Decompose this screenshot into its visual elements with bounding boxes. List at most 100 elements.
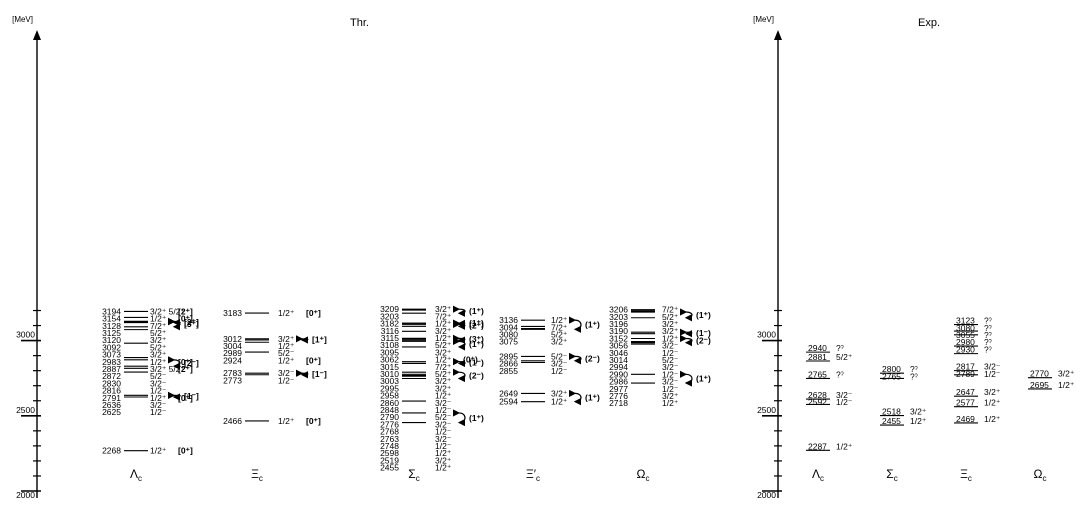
level-jp: 7/2⁺ bbox=[551, 322, 568, 332]
level-jp: 1/2⁺ bbox=[662, 398, 679, 408]
level-jp: 1/2⁻ bbox=[662, 348, 679, 358]
level-group: [0⁺] bbox=[178, 357, 193, 367]
level-mass: 3014 bbox=[609, 355, 628, 365]
level-jp: 3/2⁻ bbox=[435, 434, 452, 444]
level-mass: 2268 bbox=[102, 446, 121, 456]
level-jp: 7/2⁺ bbox=[435, 311, 452, 321]
level-mass: 3182 bbox=[380, 319, 399, 329]
level-mass: 3152 bbox=[609, 333, 628, 343]
level-mass: 2768 bbox=[380, 427, 399, 437]
multiplet-arrow bbox=[679, 334, 693, 347]
column-label: Λc bbox=[130, 467, 142, 483]
level-jp: 5/2⁺ bbox=[551, 330, 568, 340]
y-axis-arrow bbox=[33, 30, 41, 40]
level-mass: 2770 bbox=[1030, 369, 1049, 379]
level-jp: 1/2⁺ bbox=[150, 314, 167, 324]
level-jp: 1/2⁺ bbox=[435, 319, 452, 329]
multiplet-label: [1⁻] bbox=[312, 369, 327, 379]
level-mass: 2763 bbox=[380, 434, 399, 444]
multiplet-arrow bbox=[452, 358, 466, 368]
multiplet-label: (2⁺) bbox=[469, 320, 484, 330]
level-mass: 3125 bbox=[102, 328, 121, 338]
level-jp: 3/2⁻ bbox=[278, 368, 295, 378]
level-jp: 1/2⁺ bbox=[150, 357, 167, 367]
level-mass: 2718 bbox=[609, 398, 628, 408]
level-mass: 2995 bbox=[380, 383, 399, 393]
level-jp: 5/2⁻ bbox=[662, 355, 679, 365]
level-mass: 2816 bbox=[102, 386, 121, 396]
level-jp: 3/2⁺ 5/2⁺ bbox=[150, 306, 185, 316]
level-mass: 2592 bbox=[808, 397, 827, 407]
level-mass: 2989 bbox=[223, 348, 242, 358]
level-mass: 3075 bbox=[499, 337, 518, 347]
level-mass: 2598 bbox=[380, 448, 399, 458]
multiplet-label: (1⁺) bbox=[469, 339, 484, 349]
level-jp: 3/2⁺ bbox=[435, 304, 452, 314]
level-mass: 3196 bbox=[609, 319, 628, 329]
level-jp: 3/2⁻ bbox=[662, 362, 679, 372]
multiplet-label: (1⁺) bbox=[696, 310, 711, 320]
level-mass: 2848 bbox=[380, 405, 399, 415]
column-label: Ξc bbox=[960, 467, 972, 483]
level-jp: 1/2⁺ bbox=[435, 355, 452, 365]
multiplet-label: (2⁻) bbox=[696, 336, 711, 346]
level-jp: 3/2⁺ bbox=[984, 387, 1001, 397]
level-mass: 3092 bbox=[102, 342, 121, 352]
level-mass: 2817 bbox=[956, 362, 975, 372]
column-label-subscript: c bbox=[1042, 474, 1046, 483]
level-jp: ?ˀ bbox=[984, 337, 992, 347]
column-label-subscript: c bbox=[645, 474, 649, 483]
level-jp: 1/2⁺ bbox=[435, 463, 452, 473]
level-jp: 3/2⁺ bbox=[435, 326, 452, 336]
level-mass: 2455 bbox=[380, 463, 399, 473]
level-mass: 2983 bbox=[102, 357, 121, 367]
level-mass: 3095 bbox=[380, 347, 399, 357]
level-jp: 1/2⁺ bbox=[278, 341, 295, 351]
column-label-subscript: c bbox=[968, 474, 972, 483]
level-jp: 1/2⁻ bbox=[150, 386, 167, 396]
column-label-subscript: c bbox=[416, 474, 420, 483]
y-axis-arrow bbox=[774, 30, 782, 40]
level-mass: 2469 bbox=[956, 414, 975, 424]
level-jp: ?ˀ bbox=[836, 343, 844, 353]
level-mass: 2773 bbox=[223, 375, 242, 385]
tick-label: 3000 bbox=[16, 330, 35, 340]
level-mass: 2776 bbox=[380, 419, 399, 429]
level-mass: 3203 bbox=[380, 311, 399, 321]
level-jp: 1/2⁺ bbox=[150, 446, 167, 456]
level-mass: 2872 bbox=[102, 371, 121, 381]
column-label-subscript: c bbox=[259, 474, 263, 483]
column-label: Σc bbox=[408, 467, 419, 483]
level-mass: 2994 bbox=[609, 362, 628, 372]
level-jp: 5/2⁺ bbox=[435, 369, 452, 379]
level-mass: 2789 bbox=[956, 369, 975, 379]
level-mass: 3209 bbox=[380, 304, 399, 314]
level-jp: 3/2⁻ bbox=[435, 398, 452, 408]
level-jp: 7/2⁺ bbox=[150, 321, 167, 331]
level-mass: 2895 bbox=[499, 351, 518, 361]
multiplet-arrow bbox=[568, 389, 582, 406]
level-mass: 2790 bbox=[380, 412, 399, 422]
level-jp: 1/2⁺ bbox=[836, 441, 853, 451]
level-mass: 2990 bbox=[609, 369, 628, 379]
level-jp: 1/2⁺ bbox=[662, 333, 679, 343]
multiplet-arrow bbox=[452, 320, 466, 330]
level-jp: 3/2⁻ bbox=[551, 359, 568, 369]
multiplet-label: (1⁺) bbox=[469, 413, 484, 423]
level-jp: 1/2⁻ bbox=[836, 397, 853, 407]
level-group: (0⁺) bbox=[463, 355, 478, 365]
multiplet-label: [2⁻] bbox=[184, 358, 199, 368]
level-jp: ?ˀ bbox=[984, 330, 992, 340]
multiplet-arrow bbox=[452, 334, 466, 344]
level-mass: 2776 bbox=[609, 391, 628, 401]
level-jp: 7/2⁺ bbox=[435, 362, 452, 372]
level-mass: 2958 bbox=[380, 391, 399, 401]
level-jp: 1/2⁺ bbox=[1058, 380, 1075, 390]
level-jp: 3/2⁺ bbox=[435, 376, 452, 386]
level-group: [0⁺] bbox=[306, 355, 321, 365]
panel-title: Exp. bbox=[918, 17, 940, 29]
level-jp: 1/2⁻ bbox=[551, 366, 568, 376]
